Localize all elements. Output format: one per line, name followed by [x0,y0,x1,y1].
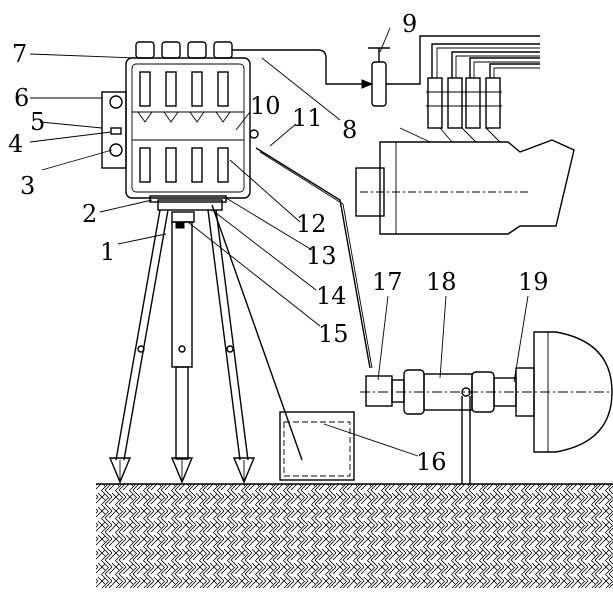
label-6: 6 [14,84,29,112]
label-13: 13 [306,242,337,270]
container [279,411,355,481]
ground [96,483,613,588]
label-9: 9 [402,10,417,38]
instrument-box [101,41,259,203]
label-5: 5 [30,108,45,136]
label-8: 8 [342,116,357,144]
label-3: 3 [20,172,35,200]
label-10: 10 [250,92,281,120]
gas-line [232,49,374,89]
label-15: 15 [318,320,349,348]
leader-lines [29,27,529,457]
label-17: 17 [372,268,403,296]
shaft-assembly [360,331,613,484]
tripod [108,199,303,484]
label-18: 18 [426,268,457,296]
label-11: 11 [292,104,323,132]
engine-block [355,127,575,235]
label-7: 7 [12,40,27,68]
label-4: 4 [8,130,23,158]
label-14: 14 [316,282,347,310]
label-1: 1 [100,238,115,266]
sample-tube [255,147,373,369]
label-19: 19 [518,268,549,296]
callout-labels: 7 6 5 4 3 2 1 9 8 10 11 12 13 14 15 16 1… [8,10,549,476]
supply-lines [426,43,540,129]
label-16: 16 [416,448,447,476]
valve [368,35,540,107]
label-2: 2 [82,200,97,228]
label-12: 12 [296,210,327,238]
